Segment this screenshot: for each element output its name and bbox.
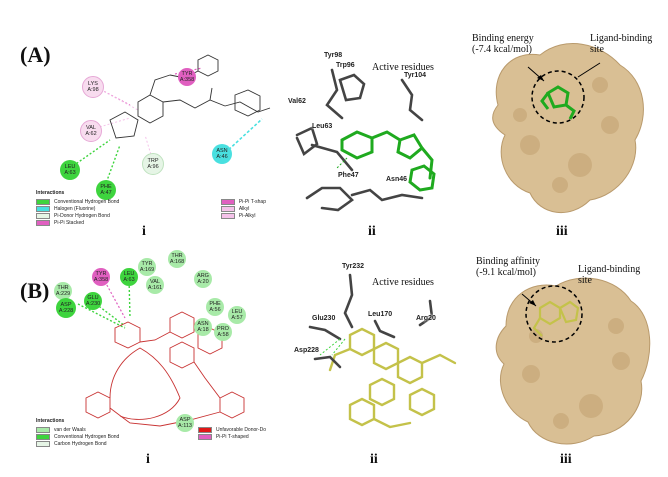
residue-asp-113-b: ASP A:113 [176, 414, 194, 432]
ligand-site-label-a: Ligand-binding site [590, 33, 653, 55]
residue-label-asp228: Asp228 [294, 347, 319, 354]
legend-item: Pi-Alkyl [220, 212, 266, 219]
legend-item: Pi-Pi T-shap [220, 198, 266, 205]
residue-tyr-169-b: TYR A:169 [138, 258, 156, 276]
residue-leu-63-a: LEU A:63 [60, 160, 80, 180]
residue-asp-228-b: ASP A:228 [56, 298, 76, 318]
panel-label-a: (A) [20, 42, 51, 67]
residue-thr-229-b: THR A:229 [54, 282, 72, 300]
active-residues-title-b: Active residues [372, 277, 434, 288]
residue-stick-model-b [308, 273, 457, 429]
panel-b-2d-diagram: TYR A:358 LEU A:63 TYR A:169 THR A:168 T… [30, 248, 280, 448]
legend-item: Unfavorable Donor-Do [197, 426, 266, 433]
panel-label-b: (B) [20, 278, 50, 303]
residue-phe-56-b: PHE A:56 [206, 298, 224, 316]
residue-val-62-a: VAL A:62 [80, 120, 102, 142]
legend-item: van der Waals [36, 426, 119, 433]
residue-label-phe47: Phe47 [338, 172, 359, 179]
sub-label-b-i: i [146, 452, 150, 467]
residue-label-tyr104: Tyr104 [404, 72, 427, 79]
residue-label-asn46: Asn46 [386, 176, 408, 183]
residue-asn-46-a: ASN A:46 [212, 144, 232, 164]
interaction-legend-a: Interactions Conventional Hydrogen Bond … [36, 190, 276, 226]
residue-arg-20-b: ARG A:20 [194, 270, 212, 288]
panel-b-3d-residues: Active residues Tyr232 Glu230 Leu170 Arg… [290, 255, 465, 450]
legend-item: Alkyl [220, 205, 266, 212]
residue-glu-230-b: GLU A:230 [84, 292, 102, 310]
protein-surface-a [492, 43, 644, 214]
binding-affinity-callout-b: Binding affinity (-9.1 kcal/mol) [476, 256, 540, 278]
residue-tyr-358-b: TYR A:358 [92, 268, 110, 286]
panel-b-surface: Binding affinity (-9.1 kcal/mol) Ligand-… [476, 256, 666, 456]
residue-stick-model-a [295, 68, 436, 212]
legend-item: Pi-Donor Hydrogen Bond [36, 212, 119, 219]
residue-label-tyr98: Tyr98 [324, 52, 343, 59]
residue-pro-58-b: PRO A:58 [214, 323, 232, 341]
residue-tyr-358-a: TYR A:358 [178, 68, 196, 86]
residue-label-leu170: Leu170 [368, 311, 393, 318]
sub-label-b-iii: iii [560, 452, 572, 467]
legend-item: Conventional Hydrogen Bond [36, 198, 119, 205]
interaction-legend-b: Interactions van der Waals Conventional … [36, 418, 276, 447]
legend-item: Pi-Pi Stacked [36, 219, 119, 226]
residue-label-val62: Val62 [288, 98, 306, 105]
binding-energy-callout-a: Binding energy (-7.4 kcal/mol) [472, 33, 534, 55]
residue-asn-18-b: ASN A:18 [194, 318, 212, 336]
ligand-site-label-b: Ligand-binding site [578, 264, 641, 286]
active-residues-title-a: Active residues [372, 62, 434, 73]
ligand-2d-structure-b [77, 277, 245, 427]
legend-title: Interactions [36, 190, 65, 196]
residue-label-tyr232: Tyr232 [342, 263, 365, 270]
sub-label-b-ii: ii [370, 452, 378, 467]
sub-label-a-ii: ii [368, 224, 376, 239]
residue-label-arg20: Arg20 [416, 315, 436, 322]
legend-item: Conventional Hydrogen Bond [36, 433, 119, 440]
panel-a-surface: Binding energy (-7.4 kcal/mol) Ligand-bi… [470, 25, 660, 225]
residue-leu-57-b: LEU A:57 [228, 306, 246, 324]
residue-label-leu63: Leu63 [312, 123, 333, 130]
legend-item: Halogen (Fluorine) [36, 205, 119, 212]
legend-title: Interactions [36, 418, 65, 424]
protein-surface-b [495, 277, 651, 445]
legend-item: Carbon Hydrogen Bond [36, 440, 119, 447]
residue-lys-98-a: LYS A:98 [82, 76, 104, 98]
residue-phe-47-a: PHE A:47 [96, 180, 116, 200]
residue-trp-96-a: TRP A:96 [142, 153, 164, 175]
residue-val-161-b: VAL A:161 [146, 276, 164, 294]
legend-item: Pi-Pi T-shaped [197, 433, 266, 440]
panel-a-3d-residues: Active residues Tyr98 Trp96 Tyr104 Val62… [282, 40, 452, 220]
sub-label-a-iii: iii [556, 224, 568, 239]
residue-label-trp96: Trp96 [336, 62, 355, 69]
residue-leu-63-b: LEU A:63 [120, 268, 138, 286]
sub-label-a-i: i [142, 224, 146, 239]
panel-a-2d-diagram: TYR A:358 LYS A:98 VAL A:62 LEU A:63 PHE… [30, 40, 280, 226]
residue-thr-168-b: THR A:168 [168, 250, 186, 268]
residue-label-glu230: Glu230 [312, 315, 336, 322]
